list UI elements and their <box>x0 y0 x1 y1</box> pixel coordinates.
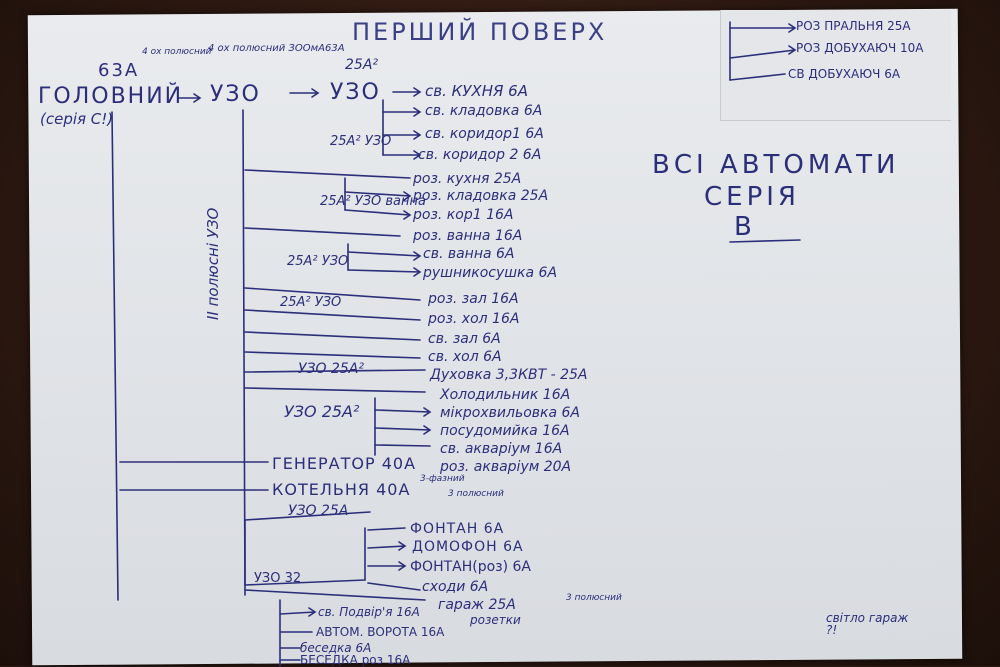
page-title: ПЕРШИЙ ПОВЕРХ <box>352 18 608 46</box>
vertical-uzo-label: ІІ полюсні УЗО <box>204 207 222 320</box>
group-uzo: 25А² УЗО <box>330 134 392 149</box>
uzo-second: УЗО <box>330 80 381 105</box>
main-series: (серія С!) <box>40 110 114 128</box>
circuit-item: рушникосушка 6А <box>423 265 558 281</box>
group-uzo: 25А² УЗО <box>280 295 342 310</box>
circuit-item: св. хол 6А <box>428 349 502 365</box>
circuit-item: св. коридор 2 6А <box>418 147 542 163</box>
boiler-note: 3 полюсний <box>448 489 504 499</box>
garage-label: гараж 25А <box>438 597 516 613</box>
boiler-label: КОТЕЛЬНЯ 40А <box>272 480 411 499</box>
circuit-item: св. акваріум 16А <box>440 441 563 457</box>
circuit-item: Холодильник 16А <box>440 387 571 403</box>
fountain-item: ФОНТАН 6А <box>410 521 505 537</box>
uzo-top: УЗО <box>210 82 261 107</box>
main-label: ГОЛОВНИЙ <box>38 84 184 109</box>
garage-sub: розетки <box>470 613 521 627</box>
generator-note: 3-фазний <box>420 474 465 484</box>
fountain-item: ФОНТАН(роз) 6А <box>410 559 532 575</box>
circuit-item: роз. кор1 16А <box>413 207 514 223</box>
circuit-item: роз. ванна 16А <box>413 228 523 244</box>
garage-item: АВТОМ. ВОРОТА 16А <box>316 625 445 639</box>
circuit-item: роз. акваріум 20А <box>440 459 572 475</box>
circuit-item: св. кладовка 6А <box>425 103 543 119</box>
circuit-item: роз. зал 16А <box>428 291 519 307</box>
uzo25-label: УЗО 25А <box>288 503 349 519</box>
note-line: В <box>734 212 756 242</box>
garage-item: беседка 6А <box>300 641 372 655</box>
group-uzo: 25А² УЗО <box>287 254 349 269</box>
circuit-item: мікрохвильовка 6А <box>440 405 580 421</box>
group-uzo: 25А² УЗО ванна <box>320 194 426 209</box>
group-uzo: УЗО 25А² <box>284 402 360 421</box>
note-line: СЕРІЯ <box>704 182 800 212</box>
uzo-top-rating: 4 ох полюсний ЗООмА63А <box>208 43 345 54</box>
generator-label: ГЕНЕРАТОР 40А <box>272 454 417 473</box>
circuit-item: роз. кухня 25А <box>413 171 522 187</box>
top-right-item: СВ ДОБУХАЮЧ 6А <box>788 67 901 81</box>
fountain-item: ДОМОФОН 6А <box>412 539 524 555</box>
uzo32-label: УЗО 32 <box>254 571 302 586</box>
garage-note: 3 полюсний <box>566 593 622 603</box>
uzo-second-rating: 25А² <box>345 57 379 73</box>
fountain-item: сходи 6А <box>422 579 489 595</box>
circuit-item: роз. хол 16А <box>428 311 520 327</box>
circuit-item: св. КУХНЯ 6А <box>425 82 528 100</box>
top-right-item: РОЗ ДОБУХАЮЧ 10А <box>796 41 924 55</box>
corner-note: світло гараж ?! <box>826 611 909 637</box>
circuit-item: Духовка 3,3КВТ - 25А <box>430 367 588 383</box>
group-uzo: УЗО 25А² <box>298 361 364 377</box>
circuit-item: посудомийка 16А <box>440 423 570 439</box>
main-rating: 63А <box>98 60 140 81</box>
main-note: 4 ох полюсний <box>142 47 212 57</box>
note-line: ВСІ АВТОМАТИ <box>652 150 900 180</box>
circuit-item: св. коридор1 6А <box>425 126 544 142</box>
circuit-item: роз. кладовка 25А <box>413 188 549 204</box>
circuit-item: св. ванна 6А <box>423 246 515 262</box>
garage-item: БЕСЕДКА роз 16А <box>300 653 411 667</box>
garage-item: св. Подвір'я 16А <box>318 605 420 619</box>
circuit-item: св. зал 6А <box>428 331 501 347</box>
top-right-item: РОЗ ПРАЛЬНЯ 25А <box>796 19 911 33</box>
